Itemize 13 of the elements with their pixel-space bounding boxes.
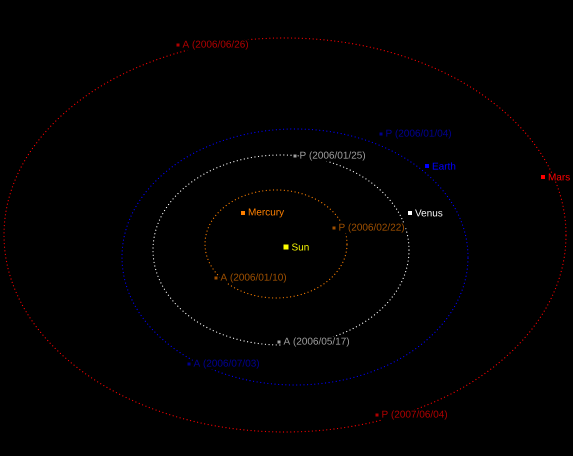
orbit-label: P (2006/01/25) xyxy=(298,150,366,162)
orbit-label: P (2007/06/04) xyxy=(380,410,448,420)
orbit-label: P (2006/01/04) xyxy=(384,128,452,140)
orbit-label: Venus xyxy=(414,208,444,218)
orbit-label: Sun xyxy=(290,242,310,252)
orbit-label: A (2006/01/10) xyxy=(220,272,288,284)
orbit-label: A (2006/05/17) xyxy=(282,336,350,348)
orbit-label: A (2006/07/03) xyxy=(192,358,260,370)
orbit-label: Mars xyxy=(547,172,572,182)
orbit-label: A (2006/06/26) xyxy=(182,40,250,50)
orbit-label: P (2006/02/22) xyxy=(338,222,406,234)
orbit-label: Mercury xyxy=(247,208,285,218)
orbit-label: Earth xyxy=(431,162,457,170)
